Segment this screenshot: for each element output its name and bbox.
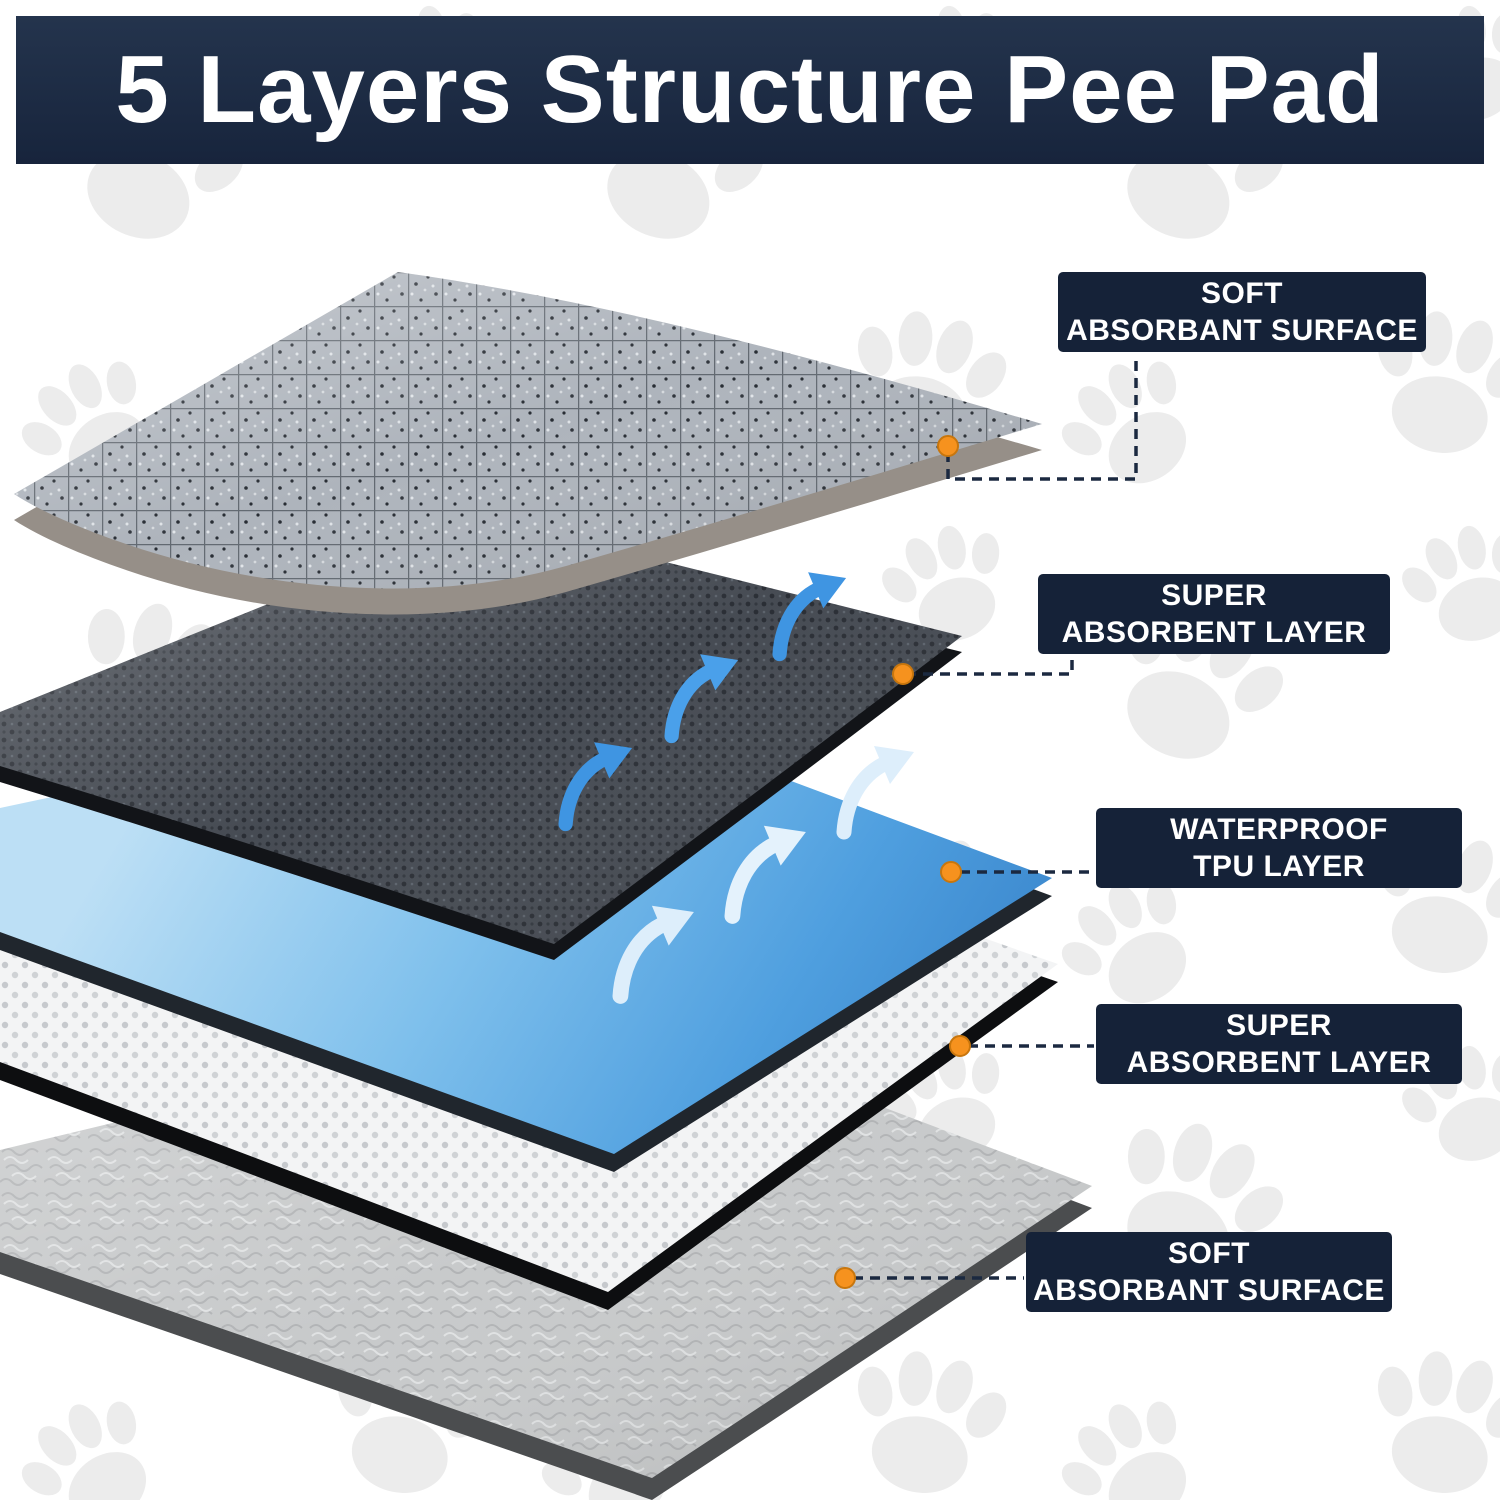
layer-soft-absorbant-surface-top: [14, 272, 1042, 615]
marker-dot-super-upper: [892, 663, 914, 685]
marker-dot-waterproof: [940, 861, 962, 883]
connector-super-upper: [906, 656, 1074, 676]
layer-super-absorbent-upper: [0, 518, 962, 960]
label-soft-absorbant-surface-bottom: SOFT ABSORBANT SURFACE: [1026, 1232, 1392, 1312]
label-line: TPU LAYER: [1193, 850, 1365, 883]
marker-dot-super-lower: [949, 1035, 971, 1057]
label-line: SOFT: [1201, 277, 1283, 310]
title-banner: 5 Layers Structure Pee Pad: [16, 16, 1484, 164]
connector-lines: [853, 354, 1138, 1280]
marker-dot-soft-bottom: [834, 1267, 856, 1289]
page-title: 5 Layers Structure Pee Pad: [115, 36, 1385, 143]
connector-soft-top: [946, 354, 1138, 481]
label-super-absorbent-layer-upper: SUPER ABSORBENT LAYER: [1038, 574, 1390, 654]
label-line: ABSORBENT LAYER: [1061, 616, 1367, 649]
label-line: SOFT: [1168, 1237, 1250, 1270]
label-line: WATERPROOF: [1170, 813, 1388, 846]
label-line: ABSORBENT LAYER: [1126, 1046, 1432, 1079]
label-super-absorbent-layer-lower: SUPER ABSORBENT LAYER: [1096, 1004, 1462, 1084]
label-line: ABSORBANT SURFACE: [1066, 314, 1418, 347]
label-line: SUPER: [1161, 579, 1267, 612]
connector-markers: [834, 435, 971, 1289]
label-soft-absorbant-surface-top: SOFT ABSORBANT SURFACE: [1058, 272, 1426, 352]
label-waterproof-tpu-layer: WATERPROOF TPU LAYER: [1096, 808, 1462, 888]
marker-dot-soft-top: [937, 435, 959, 457]
label-line: ABSORBANT SURFACE: [1033, 1274, 1385, 1307]
label-line: SUPER: [1226, 1009, 1332, 1042]
